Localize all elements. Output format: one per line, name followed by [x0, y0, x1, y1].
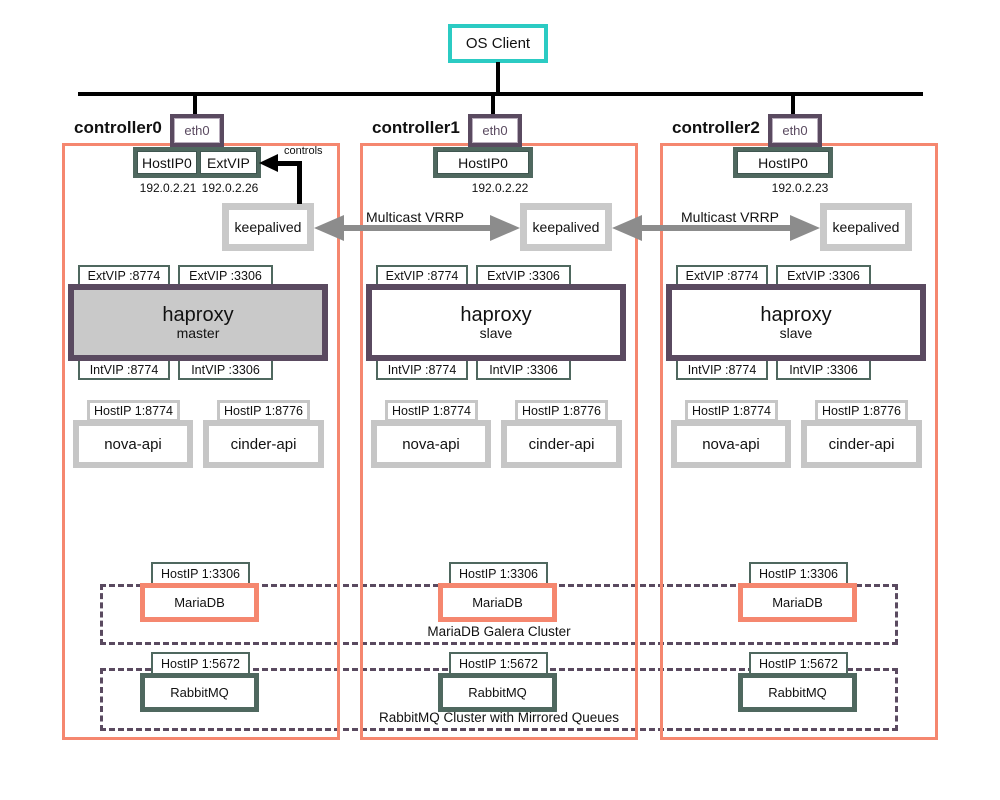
rabbitmq-cluster-label: RabbitMQ Cluster with Mirrored Queues — [378, 710, 620, 725]
haproxy-name: haproxy — [162, 303, 234, 326]
nova-api-endpoint: HostIP 1:8774 — [685, 400, 778, 422]
intvip-port-8774: IntVIP :8774 — [676, 359, 768, 380]
bus-connector — [791, 94, 795, 115]
eth0-interface: eth0 — [768, 114, 822, 147]
vrrp-arrowhead-icon — [790, 215, 820, 241]
hostip0-address: 192.0.2.21 — [139, 181, 197, 195]
haproxy-name: haproxy — [760, 303, 832, 326]
mariadb-node: MariaDB — [140, 583, 259, 622]
cinder-api-endpoint: HostIP 1:8776 — [217, 400, 310, 422]
vrrp-label: Multicast VRRP — [366, 209, 465, 225]
cinder-api-node: cinder-api — [501, 420, 622, 468]
vrrp-label: Multicast VRRP — [681, 209, 780, 225]
hostip0-address: 192.0.2.23 — [771, 181, 829, 195]
galera-cluster-label: MariaDB Galera Cluster — [427, 624, 571, 639]
host-ip-group: HostIP0 — [733, 147, 833, 178]
controller2-group: controller2 eth0 HostIP0 192.0.2.23 keep… — [660, 0, 938, 760]
nova-api-node: nova-api — [371, 420, 491, 468]
host-ip-group: HostIP0 ExtVIP — [133, 147, 261, 178]
cinder-api-node: cinder-api — [801, 420, 922, 468]
vrrp-arrow-shaft — [628, 225, 803, 231]
eth0-label: eth0 — [472, 118, 518, 143]
intvip-port-3306: IntVIP :3306 — [178, 359, 273, 380]
controls-label: controls — [284, 145, 323, 157]
extvip-port-3306: ExtVIP :3306 — [178, 265, 273, 286]
keepalived-node: keepalived — [820, 203, 912, 251]
network-bus — [78, 92, 923, 96]
rabbitmq-node: RabbitMQ — [738, 673, 857, 712]
nova-api-node: nova-api — [73, 420, 193, 468]
keepalived-node: keepalived — [520, 203, 612, 251]
mariadb-node: MariaDB — [738, 583, 857, 622]
rabbitmq-node: RabbitMQ — [438, 673, 557, 712]
rabbitmq-endpoint: HostIP 1:5672 — [151, 652, 250, 675]
nova-api-endpoint: HostIP 1:8774 — [87, 400, 180, 422]
mariadb-endpoint: HostIP 1:3306 — [749, 562, 848, 585]
haproxy-role: slave — [479, 324, 513, 341]
cinder-api-endpoint: HostIP 1:8776 — [815, 400, 908, 422]
controller-name: controller1 — [372, 118, 460, 137]
extvip-port-3306: ExtVIP :3306 — [476, 265, 571, 286]
intvip-port-3306: IntVIP :3306 — [776, 359, 871, 380]
haproxy-name: haproxy — [460, 303, 532, 326]
eth0-interface: eth0 — [468, 114, 522, 147]
os-client-node: OS Client — [448, 24, 548, 63]
bus-connector — [496, 62, 500, 92]
vrrp-arrow-shaft — [330, 225, 502, 231]
bus-connector — [491, 94, 495, 115]
controller-name: controller2 — [672, 118, 760, 137]
vrrp-arrowhead-icon — [490, 215, 520, 241]
haproxy-role: slave — [779, 324, 813, 341]
rabbitmq-node: RabbitMQ — [140, 673, 259, 712]
haproxy-node: haproxy master — [68, 284, 328, 361]
keepalived-node: keepalived — [222, 203, 314, 251]
host-ip-group: HostIP0 — [433, 147, 533, 178]
intvip-port-8774: IntVIP :8774 — [78, 359, 170, 380]
controls-arrowhead-icon — [259, 154, 278, 172]
rabbitmq-endpoint: HostIP 1:5672 — [749, 652, 848, 675]
extvip-port-8774: ExtVIP :8774 — [78, 265, 170, 286]
hostip0-box: HostIP0 — [737, 151, 829, 174]
nova-api-endpoint: HostIP 1:8774 — [385, 400, 478, 422]
haproxy-role: master — [176, 324, 220, 341]
extvip-port-3306: ExtVIP :3306 — [776, 265, 871, 286]
extvip-address: 192.0.2.26 — [201, 181, 259, 195]
extvip-box: ExtVIP — [199, 151, 257, 174]
extvip-port-8774: ExtVIP :8774 — [376, 265, 468, 286]
mariadb-endpoint: HostIP 1:3306 — [449, 562, 548, 585]
extvip-port-8774: ExtVIP :8774 — [676, 265, 768, 286]
hostip0-box: HostIP0 — [437, 151, 529, 174]
eth0-interface: eth0 — [170, 114, 224, 147]
haproxy-node: haproxy slave — [366, 284, 626, 361]
cinder-api-node: cinder-api — [203, 420, 324, 468]
mariadb-node: MariaDB — [438, 583, 557, 622]
cinder-api-endpoint: HostIP 1:8776 — [515, 400, 608, 422]
controller-name: controller0 — [74, 118, 162, 137]
controls-arrow-shaft — [297, 161, 302, 204]
mariadb-endpoint: HostIP 1:3306 — [151, 562, 250, 585]
bus-connector — [193, 94, 197, 115]
intvip-port-8774: IntVIP :8774 — [376, 359, 468, 380]
eth0-label: eth0 — [174, 118, 220, 143]
controller1-group: controller1 eth0 HostIP0 192.0.2.22 keep… — [360, 0, 638, 760]
controller0-group: controller0 eth0 HostIP0 ExtVIP 192.0.2.… — [62, 0, 340, 760]
rabbitmq-endpoint: HostIP 1:5672 — [449, 652, 548, 675]
vrrp-arrowhead-icon — [612, 215, 642, 241]
hostip0-box: HostIP0 — [137, 151, 197, 174]
eth0-label: eth0 — [772, 118, 818, 143]
hostip0-address: 192.0.2.22 — [471, 181, 529, 195]
controls-arrow-shaft — [276, 161, 302, 166]
haproxy-node: haproxy slave — [666, 284, 926, 361]
vrrp-arrowhead-icon — [314, 215, 344, 241]
nova-api-node: nova-api — [671, 420, 791, 468]
intvip-port-3306: IntVIP :3306 — [476, 359, 571, 380]
